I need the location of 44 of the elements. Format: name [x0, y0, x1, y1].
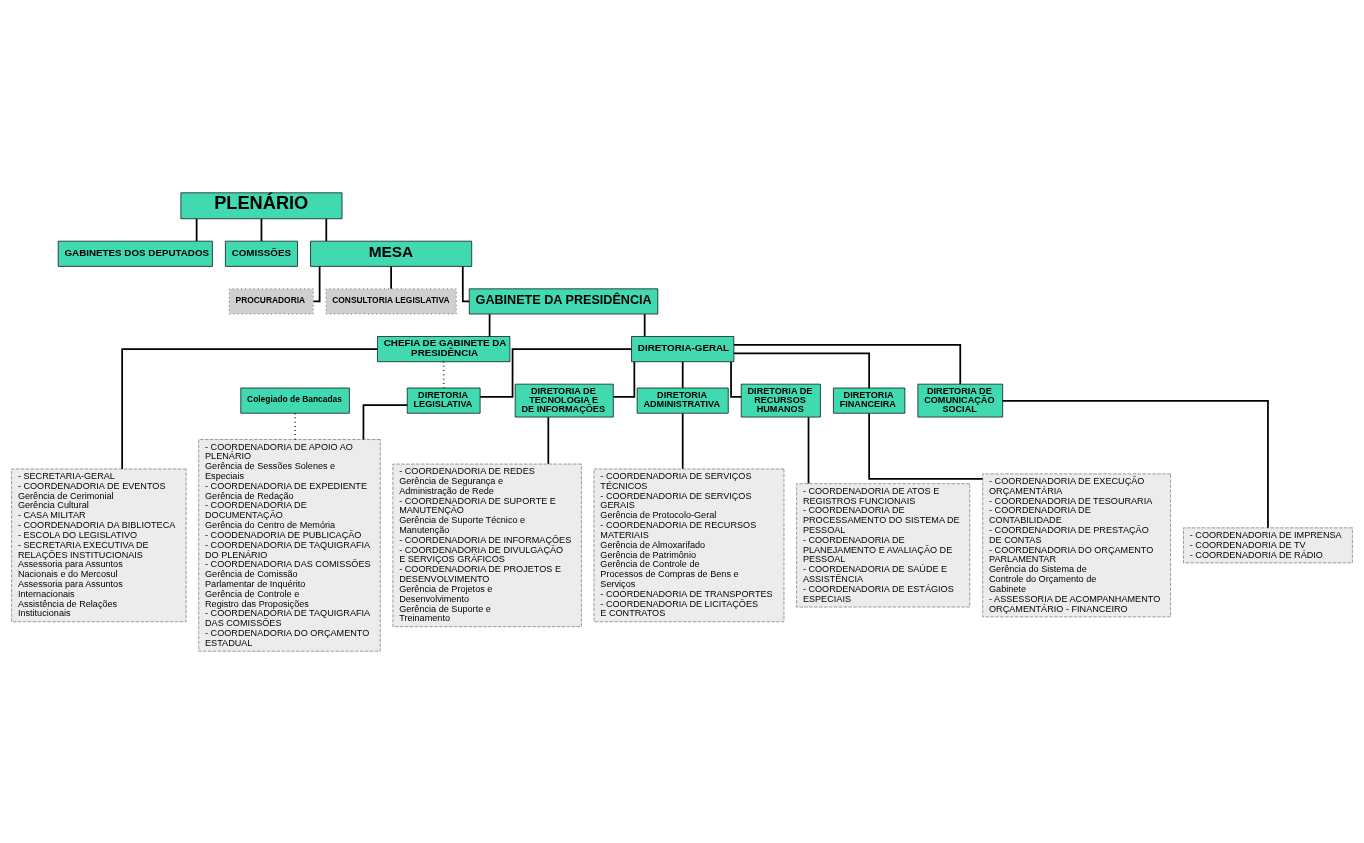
- connector: [260, 217, 263, 242]
- connector: [807, 415, 810, 484]
- connector: [195, 217, 198, 242]
- node-box: PROCURADORIA: [228, 287, 314, 314]
- connector: [643, 312, 646, 337]
- connector: [461, 265, 470, 302]
- node-box: CHEFIA DE GABINETE DA PRESIDÊNCIA: [377, 335, 511, 362]
- node-box: DIRETORIA DE COMUNICAÇÃO SOCIAL: [917, 383, 1003, 417]
- connector: [681, 412, 684, 470]
- connector: [479, 347, 633, 398]
- connector: [121, 347, 379, 470]
- node-box: COMISSÕES: [225, 240, 298, 267]
- connector: [612, 360, 636, 398]
- connector: [1001, 399, 1269, 529]
- node-box: MESA: [310, 240, 473, 267]
- node-box: DIRETORIA ADMINISTRATIVA: [636, 387, 729, 414]
- connector: [488, 312, 491, 337]
- node-box: - COORDENADORIA DE SERVIÇOS TÉCNICOS - COORDENADORIA DE SERVIÇOS GERAIS Gerência de Protocolo-Geral - COORDENADORIA DE RECURSOS MATERIAIS Gerência de Almoxarifado Gerência de Patrimônio Gerência de Controle de Processos de Compras de Bens e Serviços - COORDENADORIA DE TRANSPORTES - COORDENADORIA DE LICITAÇÕES E CONTRATOS: [593, 468, 785, 622]
- node-box: DIRETORIA FINANCEIRA: [833, 387, 906, 414]
- node-box: - SECRETARIA-GERAL - COORDENADORIA DE EVENTOS Gerência de Cerimonial Gerência Cultural - CASA MILITAR - COORDENADORIA DA BIBLIOTECA - ESCOLA DO LEGISLATIVO - SECRETARIA EXECUTIVA DE RELAÇÕES INSTITUCIONAIS Assessoria para Assuntos Nacionais e do Mercosul Assessoria para Assuntos Internacionais Assistência de Relações Institucionais: [11, 468, 187, 622]
- connector: [868, 412, 984, 480]
- node-box: CONSULTORIA LEGISLATIVA: [325, 287, 457, 314]
- node-box: DIRETORIA LEGISLATIVA: [406, 387, 481, 414]
- node-box: DIRETORIA DE RECURSOS HUMANOS: [740, 383, 821, 417]
- node-box: GABINETE DA PRESIDÊNCIA: [468, 287, 659, 314]
- connector: [547, 415, 550, 465]
- connector: [681, 360, 684, 389]
- node-box: PLENÁRIO: [180, 191, 343, 219]
- node-box: GABINETES DOS DEPUTADOS: [57, 240, 213, 267]
- connector: [362, 403, 408, 440]
- connector: [312, 265, 321, 302]
- node-box: - COORDENADORIA DE APOIO AO PLENÁRIO Gerência de Sessões Solenes e Especiais - COORDENADORIA DE EXPEDIENTE Gerência de Redação - COORDENADORIA DE DOCUMENTAÇÃO Gerência do Centro de Memória - COODENADORIA DE PUBLICAÇÃO - COORDENADORIA DE TAQUIGRAFIA DO PLENÁRIO - COORDENADORIA DAS COMISSÕES Gerência de Comissão Parlamentar de Inquérito Gerência de Controle e Registro das Proposições - COORDENADORIA DE TAQUIGRAFIA DAS COMISSÕES - COORDENADORIA DO ORÇAMENTO ESTADUAL: [198, 438, 381, 652]
- node-box: DIRETORIA-GERAL: [631, 335, 735, 362]
- node-box: Colegiado de Bancadas: [240, 387, 350, 414]
- connector: [733, 343, 962, 385]
- node-box: - COORDENADORIA DE IMPRENSA - COORDENADORIA DE TV - COORDENADORIA DE RÁDIO: [1183, 527, 1353, 563]
- connector: [733, 351, 870, 389]
- node-box: - COORDENADORIA DE EXECUÇÃO ORÇAMENTÁRIA - COORDENADORIA DE TESOURARIA - COORDENADORIA DE CONTABILIDADE - COORDENADORIA DE PRESTAÇÃO DE CONTAS - COORDENADORIA DO ORÇAMENTO PARLAMENTAR Gerência do Sistema de Controle do Orçamento de Gabinete - ASSESSORIA DE ACOMPANHAMENTO ORÇAMENTÁRIO - FINANCEIRO: [982, 473, 1171, 617]
- connector: [730, 360, 742, 398]
- connector: [325, 217, 328, 242]
- node-box: DIRETORIA DE TECNOLOGIA E DE INFORMAÇÕES: [514, 383, 614, 417]
- connector: [390, 265, 392, 289]
- node-box: - COORDENADORIA DE REDES Gerência de Segurança e Administração de Rede - COORDENADORIA DE SUPORTE E MANUTENÇÃO Gerência de Suporte Técnico e Manutenção - COORDENADORIA DE INFORMAÇÕES - COORDENADORIA DE DIVULGAÇÃO E SERVIÇOS GRÁFICOS - COORDENADORIA DE PROJETOS E DESENVOLVIMENTO Gerência de Projetos e Desenvolvimento Gerência de Suporte e Treinamento: [392, 463, 582, 627]
- node-box: - COORDENADORIA DE ATOS E REGISTROS FUNCIONAIS - COORDENADORIA DE PROCESSAMENTO DO SISTEMA DE PESSOAL - COORDENADORIA DE PLANEJAMENTO E AVALIAÇÃO DE PESSOAL - COORDENADORIA DE SAÚDE E ASSISTÊNCIA - COORDENADORIA DE ESTÁGIOS ESPECIAIS: [796, 482, 971, 607]
